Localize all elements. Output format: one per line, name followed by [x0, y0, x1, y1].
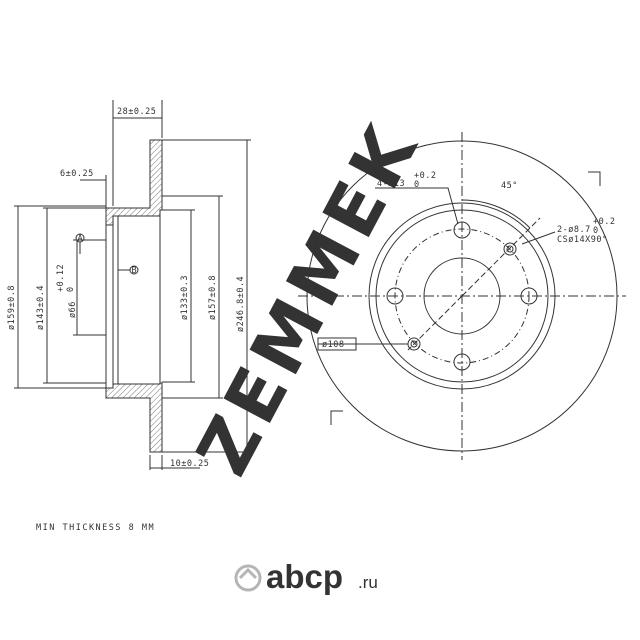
- countersink-label: CSø14X90°: [557, 235, 608, 245]
- small-holes-tol-lower: 0: [593, 226, 599, 236]
- min-thickness-note: MIN THICKNESS 8 MM: [36, 523, 155, 533]
- angle-label: 45°: [501, 181, 518, 191]
- locating-hole-inner: [410, 340, 418, 348]
- dim-dia-246: ø246.8±0.4: [236, 276, 246, 332]
- dim-thickness-28: 28±0.25: [117, 107, 156, 117]
- dim-hat-wall-6: 6±0.25: [60, 169, 94, 179]
- small-holes-label: 2-ø8.7: [557, 225, 591, 235]
- front-view: [298, 132, 626, 460]
- abcp-logo: abcp .ru: [234, 558, 378, 595]
- locating-hole-inner: [506, 245, 514, 253]
- small-holes-tol-upper: +0.2: [593, 217, 615, 227]
- dim-dia-66-tol-upper: +0.12: [56, 264, 66, 292]
- pcd-label: ø108: [322, 340, 344, 350]
- dim-disc-thickness-10: 10±0.25: [170, 459, 209, 469]
- locating-hole: [503, 242, 517, 256]
- abcp-circle-logo-icon: [234, 564, 262, 592]
- bolt-holes-label: 4-ø13: [377, 179, 405, 189]
- abcp-brand-text: abcp: [266, 558, 343, 595]
- dim-dia-157: ø157±0.8: [208, 275, 218, 320]
- bolt-holes-tol-upper: +0.2: [414, 171, 436, 181]
- dim-dia-159: ø159±0.8: [7, 285, 17, 330]
- datum-b-label: B: [132, 266, 138, 276]
- dim-dia-133: ø133±0.3: [180, 275, 190, 320]
- dim-dia-66-tol-lower: 0: [66, 286, 76, 292]
- side-view-section: [14, 100, 251, 470]
- abcp-tld-text: .ru: [358, 573, 378, 592]
- bolt-holes-tol-lower: 0: [414, 180, 420, 190]
- dim-dia-66: ø66: [68, 301, 78, 318]
- dim-dia-143: ø143±0.4: [36, 285, 46, 330]
- hat-cavity: [112, 215, 161, 385]
- datum-a-label: A: [78, 234, 84, 244]
